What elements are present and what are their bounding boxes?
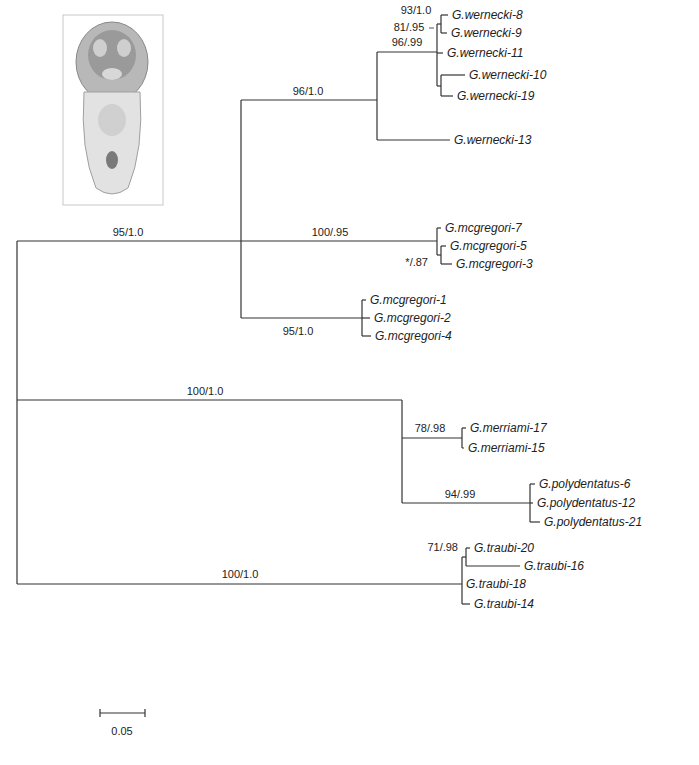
taxon-label: G.wernecki-10 (469, 69, 546, 81)
taxon-label: G.wernecki-11 (447, 47, 523, 59)
taxon-label: G.wernecki-19 (457, 90, 534, 102)
taxon-label: G.mcgregori-4 (375, 330, 452, 342)
support-value: 95/1.0 (113, 227, 144, 238)
specimen-illustration (63, 15, 163, 205)
support-value: 95/1.0 (283, 326, 314, 337)
support-value: 96/.99 (392, 37, 423, 48)
taxon-label: G.mcgregori-3 (456, 258, 533, 270)
taxon-label: G.merriami-15 (468, 442, 545, 454)
support-value: */.87 (405, 257, 428, 268)
support-value: 94/.99 (445, 489, 476, 500)
support-value: 100/1.0 (187, 386, 224, 397)
support-value: 81/.95 (394, 22, 425, 33)
taxon-label: G.traubi-14 (474, 598, 534, 610)
taxon-label: G.merriami-17 (470, 422, 547, 434)
taxon-label: G.wernecki-13 (454, 134, 531, 146)
taxon-label: G.wernecki-9 (451, 27, 522, 39)
scale-label: 0.05 (111, 726, 132, 737)
support-value: 100/1.0 (222, 569, 259, 580)
scale-bar (100, 709, 145, 717)
support-value: 78/.98 (415, 423, 446, 434)
tree-branches (17, 15, 540, 604)
taxon-label: G.traubi-16 (524, 560, 584, 572)
support-value: 71/.98 (427, 542, 458, 553)
leader-line (429, 28, 434, 29)
taxon-label: G.polydentatus-21 (544, 516, 642, 528)
taxon-label: G.mcgregori-1 (370, 294, 447, 306)
taxon-label: G.mcgregori-2 (374, 312, 451, 324)
taxon-label: G.mcgregori-5 (450, 240, 527, 252)
support-value: 93/1.0 (401, 5, 432, 16)
taxon-label: G.mcgregori-7 (445, 222, 522, 234)
taxon-label: G.polydentatus-12 (537, 497, 635, 509)
taxon-label: G.traubi-20 (474, 542, 534, 554)
support-value: 96/1.0 (293, 86, 324, 97)
support-value: 100/.95 (312, 227, 349, 238)
taxon-label: G.polydentatus-6 (539, 478, 630, 490)
taxon-label: G.wernecki-8 (452, 9, 523, 21)
taxon-label: G.traubi-18 (466, 578, 526, 590)
